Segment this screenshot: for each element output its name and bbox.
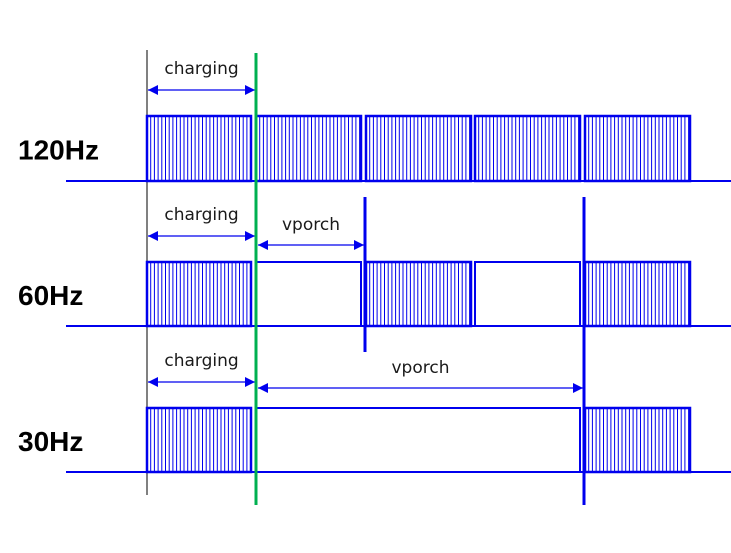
frame-outline	[473, 114, 582, 183]
charging-frame	[583, 260, 692, 328]
frame-outline	[255, 261, 362, 327]
frame-outline	[255, 407, 581, 473]
timing-row-30hz: 30Hz charging vporch	[18, 351, 731, 474]
frame-outline	[364, 114, 473, 183]
charging-label: charging	[164, 59, 238, 79]
timing-row-60hz: 60Hz charging vporch	[18, 205, 731, 328]
vporch-short-label: vporch	[282, 215, 340, 235]
vporch-frame	[255, 261, 362, 327]
charging-label: charging	[164, 351, 238, 371]
frame-outline	[474, 261, 581, 327]
row-label: 60Hz	[18, 280, 83, 311]
vporch-frame	[255, 407, 581, 473]
charging-frame	[473, 114, 582, 183]
timing-row-120hz: 120Hz charging	[18, 59, 731, 183]
charging-frame	[364, 260, 473, 328]
charging-frame	[364, 114, 473, 183]
charging-frame	[145, 406, 253, 474]
charging-frame	[254, 114, 363, 183]
row-label: 30Hz	[18, 426, 83, 457]
charging-frame	[145, 114, 253, 183]
vporch-long-label: vporch	[392, 358, 450, 378]
vporch-frame	[474, 261, 581, 327]
row-label: 120Hz	[18, 135, 99, 166]
charging-label: charging	[164, 205, 238, 225]
frame-outline	[583, 114, 692, 183]
charging-frame	[583, 406, 692, 474]
charging-frame	[583, 114, 692, 183]
charging-frame	[145, 260, 253, 328]
